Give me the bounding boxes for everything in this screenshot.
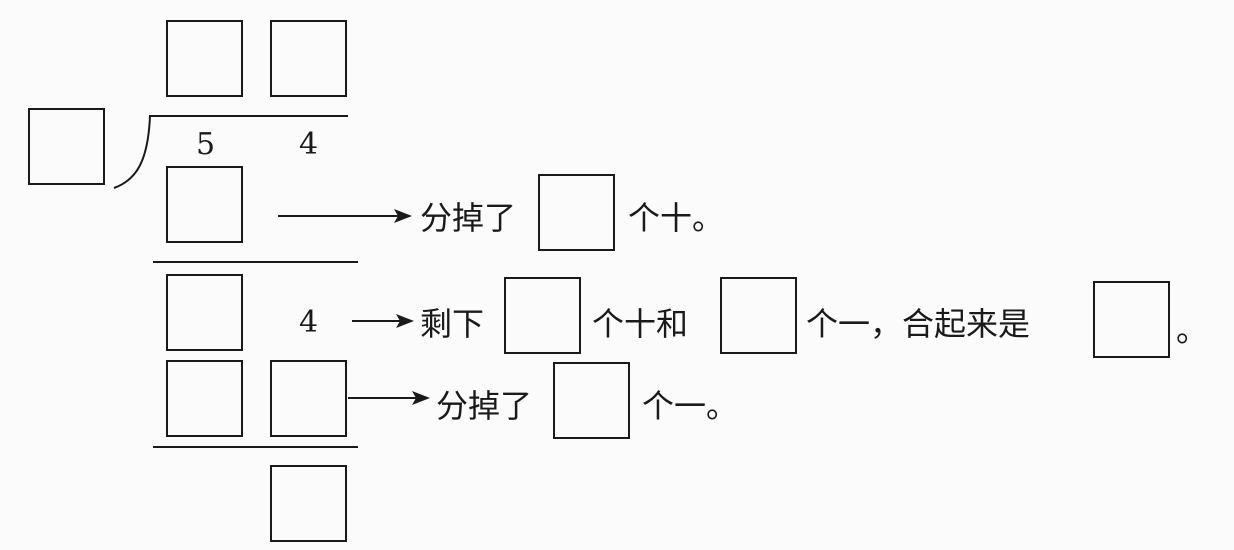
remainder-ones-digit: 4 (299, 305, 319, 340)
second-product-tens-box[interactable] (166, 360, 243, 437)
row3-text-after: 个一。 (642, 387, 739, 425)
arrow-row2-icon (352, 314, 414, 328)
row2-ones-answer-box[interactable] (720, 277, 797, 354)
dividend-tens-digit: 5 (196, 127, 216, 162)
row1-tens-answer-box[interactable] (538, 174, 615, 251)
row3-ones-answer-box[interactable] (553, 362, 630, 439)
arrow-row1-icon (278, 209, 412, 223)
row2-text-p1: 个十和 (592, 305, 689, 343)
row1-text-after: 个十。 (628, 199, 725, 237)
row3-text-before: 分掉了 (436, 387, 533, 425)
divisor-answer-box[interactable] (28, 108, 105, 185)
final-remainder-box[interactable] (270, 465, 347, 542)
dividend-ones-digit: 4 (299, 127, 319, 162)
row1-text-before: 分掉了 (420, 199, 517, 237)
second-subtraction-line (153, 446, 358, 448)
arrow-row3-icon (348, 391, 430, 405)
row2-text-end: 。 (1176, 311, 1209, 349)
quotient-ones-box[interactable] (270, 20, 347, 97)
row2-text-start: 剩下 (420, 305, 485, 343)
row2-tens-answer-box[interactable] (504, 277, 581, 354)
row2-text-p2: 个一，合起来是 (806, 305, 1031, 343)
first-subtraction-line (153, 261, 358, 263)
remainder-tens-box[interactable] (166, 274, 243, 351)
quotient-tens-box[interactable] (166, 20, 243, 97)
row2-total-answer-box[interactable] (1093, 281, 1170, 358)
first-product-box[interactable] (166, 166, 243, 243)
second-product-ones-box[interactable] (270, 360, 347, 437)
